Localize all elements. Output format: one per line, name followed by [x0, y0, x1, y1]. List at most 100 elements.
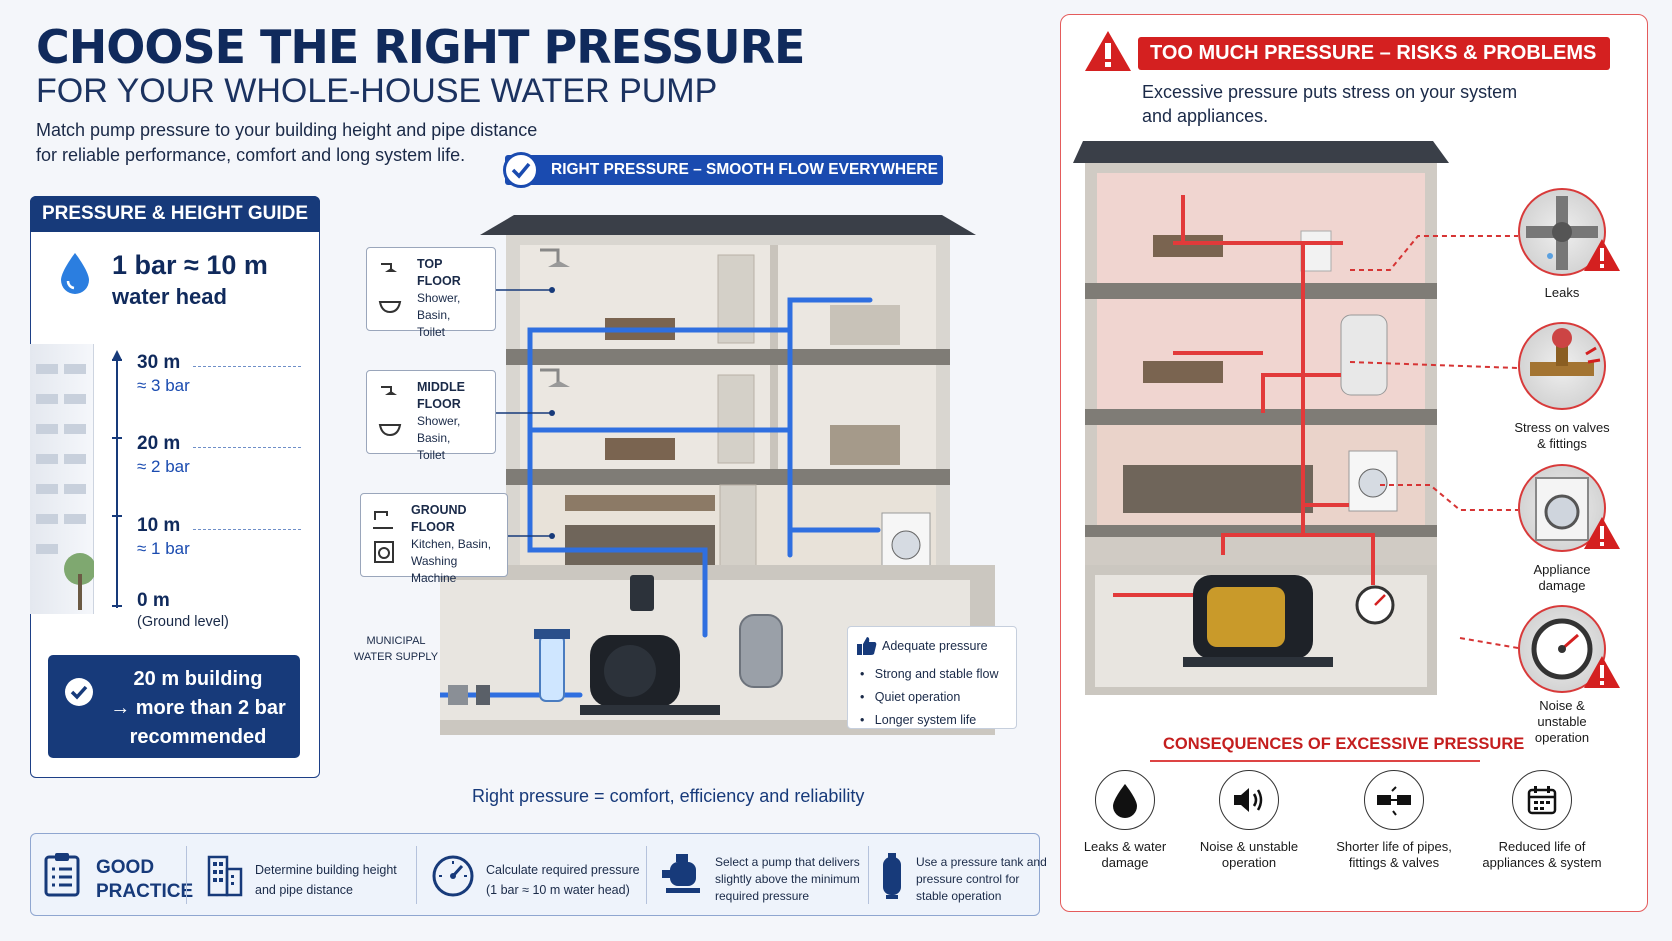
floor-title: GROUND FLOOR — [411, 503, 467, 534]
municipal-line: MUNICIPAL — [366, 635, 426, 647]
level-pressure: ≈ 1 bar — [137, 539, 190, 558]
consequence-line: operation — [1221, 855, 1277, 870]
water-drop-icon — [61, 253, 89, 294]
level-dash — [193, 447, 301, 448]
problem-label-line: Stress on valves — [1514, 420, 1610, 435]
gp-title-line: GOOD — [96, 857, 155, 878]
shower-basin-icon — [378, 386, 402, 437]
good-practice-bar — [30, 833, 1040, 916]
gauge-icon — [432, 855, 474, 897]
consequences-underline — [1150, 760, 1480, 762]
height-scale-axis — [112, 350, 122, 608]
warning-icon — [1584, 656, 1620, 688]
recommendation-line: → more than 2 bar — [110, 697, 286, 719]
warning-icon — [1584, 517, 1620, 549]
bar-rule-sub: water head — [112, 284, 227, 309]
floor-fixtures: Toilet — [417, 325, 446, 339]
gp-item-3: Select a pump that delivers slightly abo… — [715, 854, 860, 905]
right-pressure-badge: RIGHT PRESSURE – SMOOTH FLOW EVERYWHERE — [505, 155, 943, 185]
recommendation-box: 20 m building → more than 2 bar recommen… — [48, 655, 300, 758]
shower-basin-icon — [378, 263, 402, 314]
pump-icon — [662, 854, 700, 893]
kitchen-tap-washer-icon — [373, 511, 394, 563]
calendar-icon — [1512, 770, 1572, 830]
level-height: 30 m — [137, 352, 181, 373]
gp-line: slightly above the minimum — [715, 872, 860, 886]
level-dash — [193, 529, 301, 530]
consequence-line: Reduced life of — [1498, 839, 1586, 854]
tank-icon — [883, 853, 901, 899]
level-height: 0 m — [137, 590, 170, 611]
level-dash — [193, 366, 301, 367]
divider — [868, 846, 869, 904]
adequate-point: • Strong and stable flow — [860, 667, 999, 681]
floor-title: MIDDLE FLOOR — [417, 380, 465, 411]
problem-label-line: damage — [1538, 578, 1586, 593]
house-excess-pressure-illustration — [1073, 141, 1449, 695]
warning-icon — [1085, 31, 1131, 71]
floor-label-middle: MIDDLE FLOOR Shower, Basin, Toilet — [366, 370, 496, 462]
level-height: 20 m — [137, 433, 181, 454]
floor-fixtures: Washing Machine — [411, 554, 458, 585]
valve-stress-illustration — [1518, 322, 1606, 410]
consequence-label: Noise & unstable operation — [1184, 839, 1314, 871]
problem-connectors — [1350, 235, 1519, 649]
level-pressure: ≈ 3 bar — [137, 376, 190, 395]
risks-description: Excessive pressure puts stress on your s… — [1142, 82, 1518, 126]
problem-label-appliance: Appliance damage — [1498, 562, 1626, 594]
divider — [186, 846, 187, 904]
speaker-icon — [1219, 770, 1279, 830]
floor-title: TOP FLOOR — [417, 257, 461, 288]
gp-item-2: Calculate required pressure (1 bar ≈ 10 … — [486, 860, 640, 900]
problem-label-line: Noise & — [1539, 698, 1585, 713]
risks-title: TOO MUCH PRESSURE – RISKS & PROBLEMS — [1138, 37, 1610, 70]
water-drop-icon — [1095, 770, 1155, 830]
floor-connectors — [496, 287, 555, 539]
adequate-point-text: Strong and stable flow — [874, 667, 999, 681]
building-icon — [207, 855, 243, 897]
consequence-line: Noise & unstable — [1199, 839, 1299, 854]
consequence-line: fittings & valves — [1348, 855, 1440, 870]
gp-line: stable operation — [916, 889, 1002, 903]
floor-fixtures: Kitchen, Basin, — [411, 537, 492, 551]
adequate-pressure-box: Adequate pressure • Strong and stable fl… — [847, 626, 1017, 729]
gp-line: pressure control for — [916, 872, 1020, 886]
bar-rule: 1 bar ≈ 10 m — [112, 250, 268, 280]
floor-label-top: TOP FLOOR Shower, Basin, Toilet — [366, 247, 496, 339]
gp-line: Determine building height — [255, 863, 397, 877]
consequence-line: Leaks & water — [1083, 839, 1167, 854]
tall-building-illustration — [30, 344, 96, 614]
municipal-line: WATER SUPPLY — [353, 651, 439, 663]
floor-fixtures: Shower, Basin, — [417, 291, 461, 322]
clipboard-icon — [44, 853, 80, 897]
municipal-supply-label: MUNICIPAL WATER SUPPLY — [350, 633, 442, 665]
page-title: CHOOSE THE RIGHT PRESSURE — [36, 20, 805, 74]
divider — [416, 846, 417, 904]
consequence-line: damage — [1101, 855, 1149, 870]
guide-title: PRESSURE & HEIGHT GUIDE — [30, 196, 320, 232]
consequence-label: Shorter life of pipes, fittings & valves — [1324, 839, 1464, 871]
page-description: Match pump pressure to your building hei… — [36, 120, 538, 165]
page-subtitle: FOR YOUR WHOLE-HOUSE WATER PUMP — [36, 72, 718, 110]
gp-line: and pipe distance — [255, 883, 353, 897]
level-pressure: ≈ 2 bar — [137, 457, 190, 476]
problem-label-line: Appliance — [1533, 562, 1591, 577]
floor-label-ground: GROUND FLOOR Kitchen, Basin, Washing Mac… — [360, 493, 508, 585]
consequence-line: Shorter life of pipes, — [1336, 839, 1452, 854]
divider — [646, 846, 647, 904]
appliance-damage-illustration — [1518, 464, 1606, 552]
house-right-pressure-illustration — [440, 215, 995, 735]
gp-item-1: Determine building height and pipe dista… — [255, 860, 397, 900]
recommendation-line: recommended — [129, 726, 267, 748]
broken-pipe-icon — [1364, 770, 1424, 830]
gp-line: (1 bar ≈ 10 m water head) — [486, 883, 630, 897]
good-practice-title: GOOD PRACTICE — [96, 856, 193, 904]
consequence-label: Leaks & water damage — [1065, 839, 1185, 871]
problem-label-line: unstable — [1537, 714, 1587, 729]
gp-line: Select a pump that delivers — [715, 855, 860, 869]
problem-label-valves: Stress on valves & fittings — [1498, 420, 1626, 452]
adequate-points: • Strong and stable flow • Quiet operati… — [860, 663, 999, 732]
thumbs-up-icon — [857, 637, 877, 655]
gp-line: required pressure — [715, 889, 810, 903]
adequate-title: Adequate pressure — [882, 639, 988, 653]
